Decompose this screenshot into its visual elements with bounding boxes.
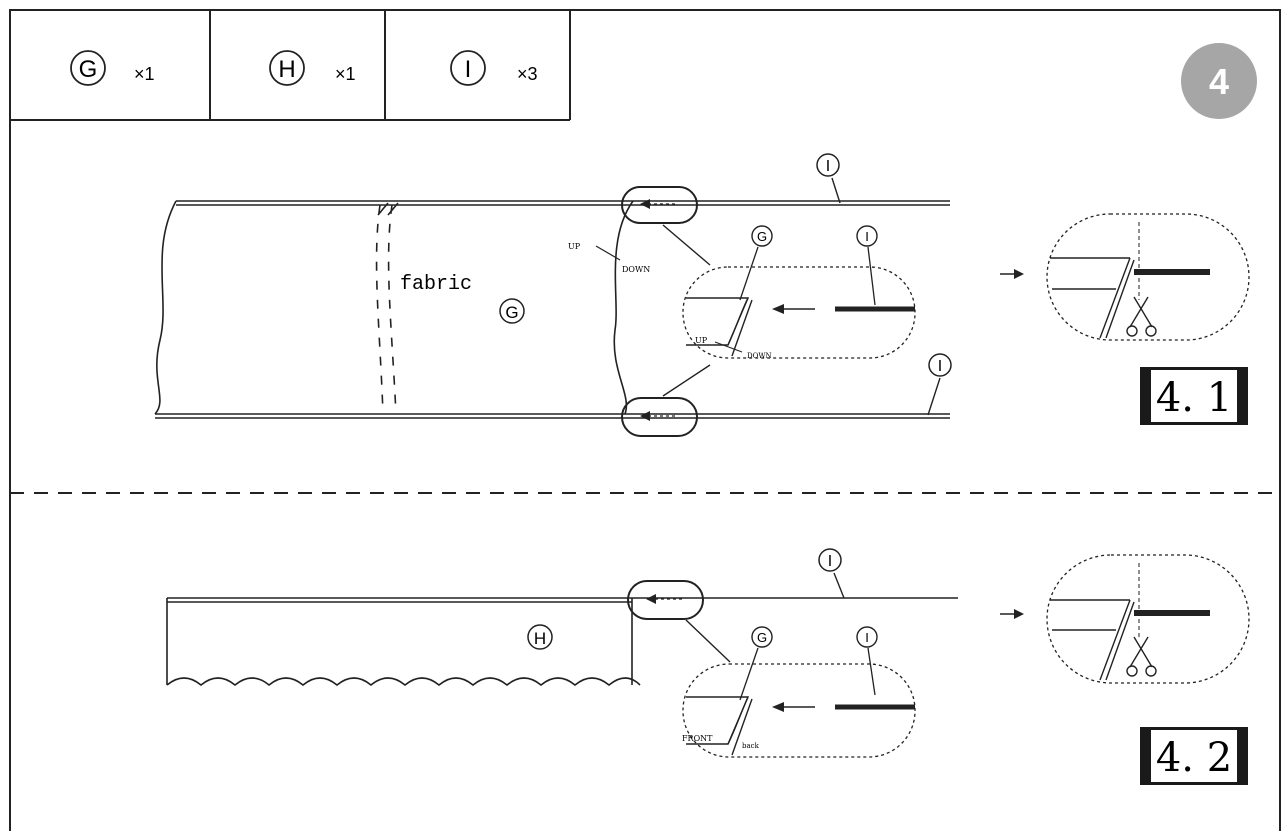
part-g-letter: G (79, 56, 98, 83)
tape-i-2-leader (833, 572, 845, 599)
part-g-qty: ×1 (134, 64, 155, 84)
detail-callout-4-1: UP DOWN G I (682, 225, 916, 360)
detail-i-circle-icon (856, 225, 878, 247)
tape-i-top-circle-icon (816, 153, 840, 177)
part-h-cell: H ×1 (269, 50, 356, 86)
up-down-arrow (595, 245, 621, 261)
main-g-circle-icon (499, 298, 525, 324)
detail-g-letter: G (757, 229, 767, 244)
page-border (9, 9, 1281, 831)
part-i-cell: I ×3 (450, 50, 538, 86)
top-joint-marker (621, 186, 698, 224)
main-g-letter: G (505, 303, 518, 322)
step-badge: 4 (1181, 43, 1257, 119)
part-i-qty: ×3 (517, 64, 538, 84)
detail-2-g-letter: G (757, 630, 767, 645)
scissors-icon (1126, 296, 1157, 337)
part-h-letter: H (278, 56, 295, 83)
part-g-circle-icon (70, 50, 106, 86)
detail-i-letter: I (865, 229, 869, 244)
detail-2-i-circle-icon (856, 626, 878, 648)
part-g-cell: G ×1 (70, 50, 155, 86)
tape-i-bottom-circle-icon (928, 353, 952, 377)
detail-up-text: UP (695, 336, 708, 345)
parts-table (10, 10, 571, 121)
detail-leader-2 (685, 619, 731, 663)
part-i-letter: I (465, 56, 472, 83)
detail-down-text: DOWN (747, 352, 772, 360)
step-label-4-2-text: 4. 2 (1156, 735, 1232, 781)
detail-g-circle-icon (751, 225, 773, 247)
detail-front-text: FRONT (682, 734, 713, 743)
arrow-right-2-icon (1000, 609, 1024, 619)
detail-callout-4-2: FRONT back G I (682, 626, 916, 758)
detail-back-text: back (742, 742, 760, 750)
panel-h-valance (166, 597, 958, 687)
down-text: DOWN (622, 265, 650, 274)
arrow-right-icon (1000, 269, 1024, 279)
step-label-4-1-text: 4. 1 (1156, 375, 1232, 421)
step-label-4-1: 4. 1 (1140, 367, 1248, 425)
detail-leader-top (662, 224, 711, 266)
tape-i-bottom-letter: I (938, 358, 942, 375)
main-h-circle-icon (527, 624, 553, 650)
step-number: 4 (1209, 61, 1229, 102)
tape-i-2-letter: I (828, 553, 832, 570)
detail-2-i-letter: I (865, 630, 869, 645)
detail-2-g-circle-icon (751, 626, 773, 648)
part-h-circle-icon (269, 50, 305, 86)
fabric-label: fabric (400, 273, 472, 296)
detail-leader-bottom (662, 364, 711, 397)
part-i-circle-icon (450, 50, 486, 86)
part-h-qty: ×1 (335, 64, 356, 84)
joint-marker-2 (627, 580, 704, 620)
tape-i-top-leader (831, 177, 841, 204)
tape-i-2-circle-icon (818, 548, 842, 572)
main-h-letter: H (534, 629, 546, 648)
up-text: UP (568, 242, 581, 251)
cut-detail-4-1 (1046, 213, 1250, 341)
panel-g-fabric (154, 200, 950, 419)
cut-detail-4-2 (1046, 554, 1250, 684)
bottom-joint-marker (621, 397, 698, 437)
tape-i-top-letter: I (826, 158, 830, 175)
step-label-4-2: 4. 2 (1140, 727, 1248, 785)
tape-i-bottom-leader (927, 377, 941, 416)
scissors-2-icon (1126, 636, 1157, 677)
